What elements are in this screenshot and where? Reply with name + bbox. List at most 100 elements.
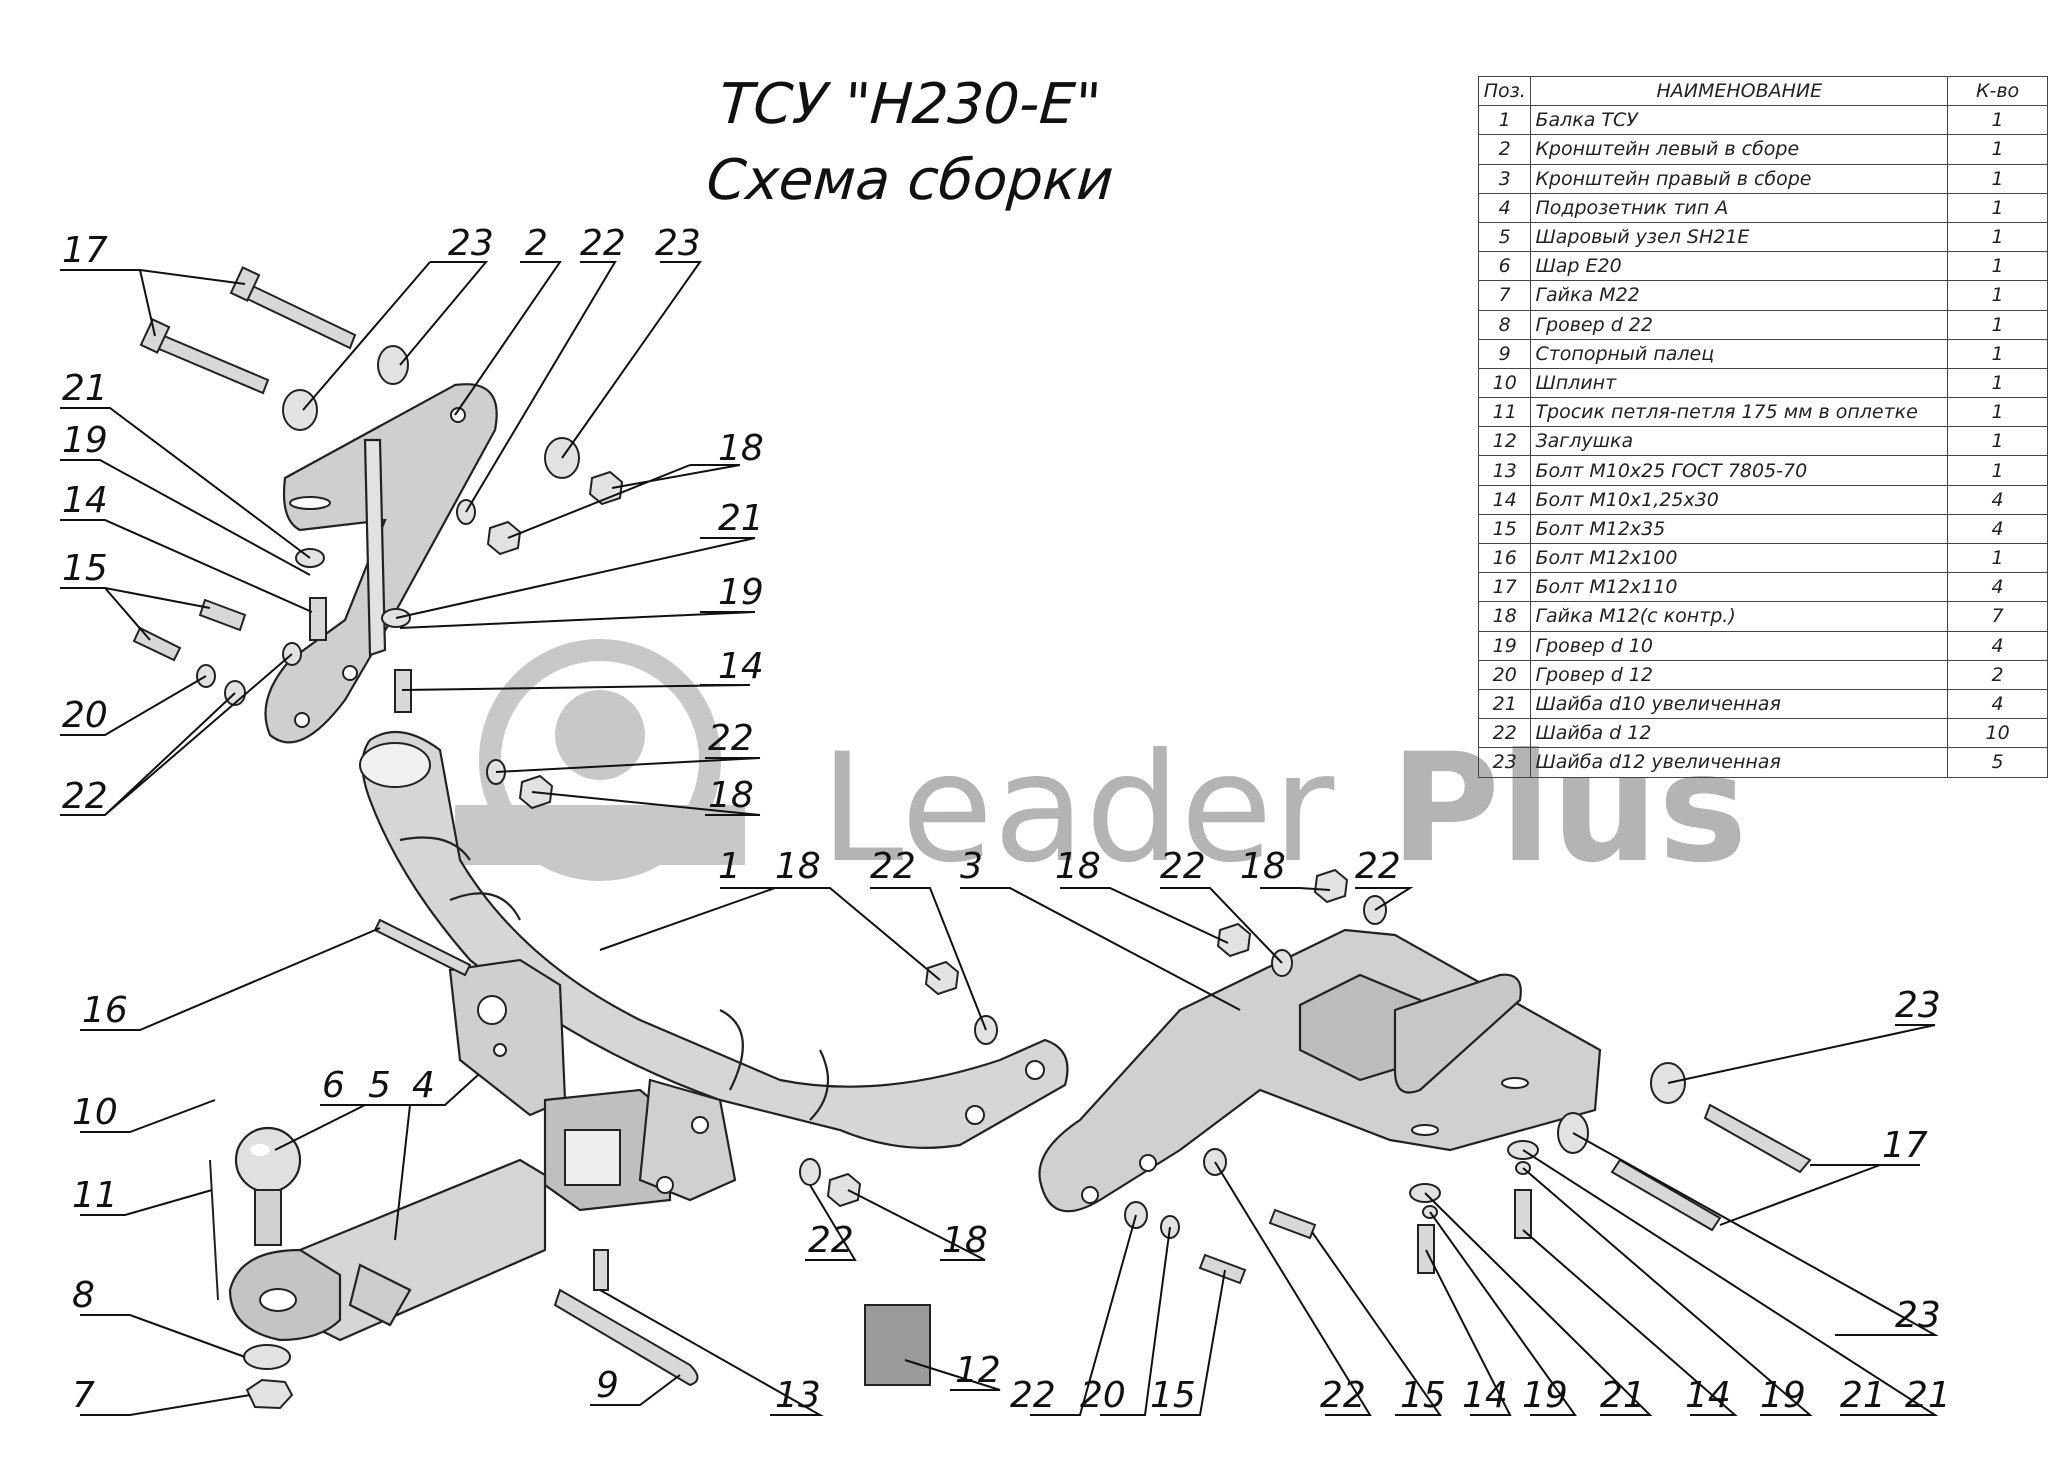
- cell-qty: 1: [1947, 192, 2048, 223]
- cell-qty: 1: [1947, 251, 2048, 282]
- cable-11-icon: [209, 1159, 219, 1301]
- leader-lines: [60, 261, 1939, 1416]
- washer-23a-icon: [282, 389, 318, 431]
- bolt-15a-icon: [198, 598, 247, 632]
- cell-pos: 1: [1477, 105, 1532, 136]
- cell-pos: 22: [1477, 718, 1532, 749]
- callout-21: 21: [1600, 1375, 1646, 1416]
- callout-22: 22: [808, 1220, 854, 1261]
- cell-name: Гровер d 10: [1530, 630, 1949, 661]
- callout-23: 23: [448, 223, 494, 264]
- bolt-15c-icon: [1268, 1208, 1317, 1240]
- cell-pos: 16: [1477, 542, 1532, 574]
- cell-qty: 4: [1947, 630, 2048, 661]
- callout-17: 17: [62, 230, 108, 271]
- bolt-16-icon: [373, 918, 472, 977]
- callout-8: 8: [72, 1275, 95, 1316]
- bolt-17c-icon: [1703, 1103, 1812, 1174]
- cell-pos: 9: [1477, 338, 1532, 369]
- cell-name: Кронштейн правый в сборе: [1530, 163, 1949, 194]
- cell-name: Шайба d10 увеличенная: [1530, 688, 1949, 720]
- callout-2: 2: [525, 223, 548, 264]
- cell-name: Болт М12х100: [1530, 542, 1949, 574]
- callout-22: 22: [1320, 1375, 1366, 1416]
- nut-18d-icon: [924, 960, 960, 996]
- callout-9: 9: [596, 1365, 619, 1406]
- cell-name: Болт М12х110: [1530, 572, 1949, 603]
- cell-pos: 13: [1477, 455, 1532, 486]
- cell-qty: 1: [1947, 542, 2048, 574]
- bolt-14d-icon: [1514, 1189, 1532, 1239]
- callout-18: 18: [718, 428, 764, 469]
- cell-pos: 15: [1477, 513, 1532, 545]
- cell-name: Шайба d 12: [1530, 718, 1949, 749]
- callout-23: 23: [655, 223, 701, 264]
- callout-19: 19: [1760, 1375, 1806, 1416]
- callout-21: 21: [1840, 1375, 1886, 1416]
- washer-22h-icon: [799, 1158, 821, 1186]
- ball-mount-part: [228, 1126, 547, 1342]
- cell-qty: 1: [1947, 397, 2048, 428]
- cell-pos: 3: [1477, 163, 1532, 194]
- cell-pos: 6: [1477, 251, 1532, 282]
- cell-qty: 4: [1947, 513, 2048, 545]
- watermark-text-leader: Leader: [820, 722, 1335, 896]
- cell-pos: 12: [1477, 426, 1532, 457]
- bolt-13-icon: [593, 1249, 609, 1291]
- cell-name: Подрозетник тип А: [1530, 192, 1949, 223]
- cell-name: Болт М12х35: [1530, 513, 1949, 545]
- callout-18: 18: [942, 1220, 988, 1261]
- cell-name: Стопорный палец: [1530, 338, 1949, 369]
- cell-qty: 1: [1947, 455, 2048, 486]
- cell-qty: 1: [1947, 426, 2048, 457]
- callout-1: 1: [718, 846, 741, 887]
- cell-name: Гровер d 22: [1530, 309, 1949, 340]
- callout-4: 4: [412, 1065, 435, 1106]
- callout-23: 23: [1895, 1295, 1941, 1336]
- bolt-15d-icon: [1198, 1253, 1247, 1285]
- callout-15: 15: [62, 548, 108, 589]
- callout-14: 14: [62, 480, 108, 521]
- callout-18: 18: [1240, 846, 1286, 887]
- callout-22: 22: [870, 846, 916, 887]
- callout-19: 19: [1522, 1375, 1568, 1416]
- callout-18: 18: [775, 846, 821, 887]
- cell-name: Шар Е20: [1530, 251, 1949, 282]
- cell-pos: 18: [1477, 601, 1532, 632]
- nut-18f-icon: [1313, 868, 1349, 904]
- cell-name: Болт М10х1,25х30: [1530, 484, 1949, 515]
- cell-pos: 10: [1477, 367, 1532, 399]
- cell-qty: 1: [1947, 309, 2048, 340]
- cell-name: Тросик петля-петля 175 мм в оплетке: [1530, 397, 1949, 428]
- callout-11: 11: [72, 1175, 118, 1216]
- callout-22: 22: [1160, 846, 1206, 887]
- cell-name: Шайба d12 увеличенная: [1530, 747, 1949, 778]
- cell-pos: 7: [1477, 280, 1532, 311]
- callouts: 17 23 2 22 23 21 19 18 14 21 15 19 14 20…: [62, 223, 1951, 1416]
- cell-qty: 1: [1947, 338, 2048, 369]
- callout-22: 22: [1010, 1375, 1056, 1416]
- callout-20: 20: [62, 695, 108, 736]
- cell-qty: 1: [1947, 367, 2048, 399]
- callout-19: 19: [62, 420, 108, 461]
- callout-23: 23: [1895, 985, 1941, 1026]
- cell-qty: 4: [1947, 484, 2048, 515]
- bolt-15b-icon: [132, 626, 182, 662]
- callout-6: 6: [322, 1065, 345, 1106]
- callout-22: 22: [708, 718, 754, 759]
